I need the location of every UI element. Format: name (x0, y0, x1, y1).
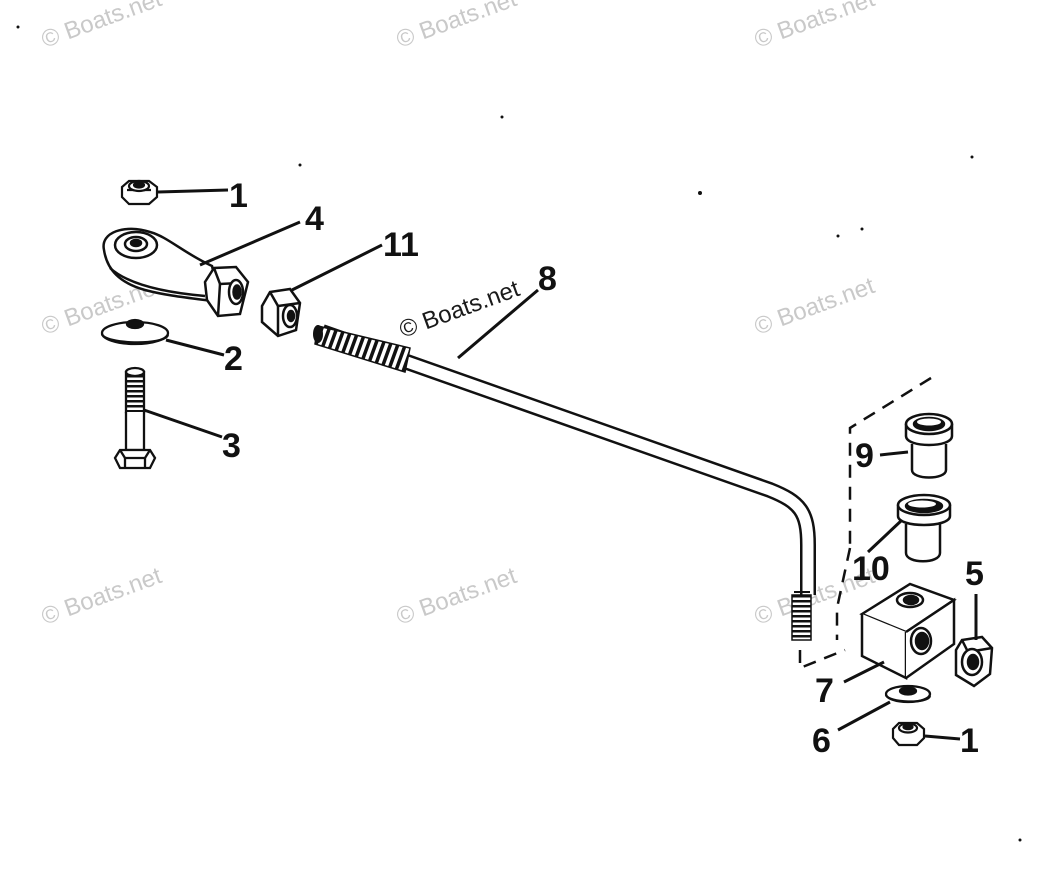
callout-2: 2 (224, 340, 243, 378)
leader-line (199, 220, 301, 267)
callout-10: 10 (852, 550, 890, 588)
lock-nut-top (120, 179, 159, 206)
washer (100, 318, 170, 346)
callout-11: 11 (383, 226, 419, 264)
callout-labels: 1 4 11 8 2 3 9 10 5 7 6 1 (222, 177, 984, 760)
callout-1-bottom: 1 (960, 722, 979, 760)
callout-6: 6 (812, 722, 831, 760)
leader-line (165, 338, 225, 357)
leader-line (866, 518, 904, 554)
callout-8: 8 (538, 260, 557, 298)
rod-end (102, 227, 250, 318)
leader-line (457, 288, 539, 360)
trunnion-block (859, 582, 957, 681)
watermark: © Boats.net (751, 272, 879, 340)
link-rod (313, 324, 816, 641)
watermark: © Boats.net (393, 562, 521, 630)
washer-bottom (884, 684, 932, 704)
leader-line (291, 243, 383, 292)
leader-line (843, 660, 885, 684)
bushing-upper (904, 412, 954, 479)
watermark: © Boats.net (38, 562, 166, 630)
callout-1-top: 1 (229, 177, 248, 215)
watermark-layer: © Boats.net © Boats.net © Boats.net © Bo… (38, 0, 879, 631)
bushing-lower (896, 493, 952, 563)
callout-9: 9 (855, 437, 874, 475)
hex-nut (260, 287, 302, 338)
leader-line (924, 734, 961, 741)
leader-line (879, 450, 909, 457)
watermark: © Boats.net (393, 0, 521, 54)
lock-nut-side (954, 635, 994, 688)
watermark: © Boats.net (751, 0, 879, 54)
callout-3: 3 (222, 427, 241, 465)
callout-4: 4 (305, 200, 324, 238)
callout-7: 7 (815, 672, 834, 710)
watermark-center: © Boats.net (396, 275, 524, 343)
leader-line (143, 408, 223, 439)
leader-line (157, 188, 229, 194)
leader-line (837, 700, 891, 732)
lock-nut-bottom (891, 721, 926, 747)
group-bracket (798, 376, 932, 670)
specks (16, 25, 1022, 842)
bolt (113, 366, 157, 470)
callout-5: 5 (965, 555, 984, 593)
watermark: © Boats.net (38, 0, 166, 54)
